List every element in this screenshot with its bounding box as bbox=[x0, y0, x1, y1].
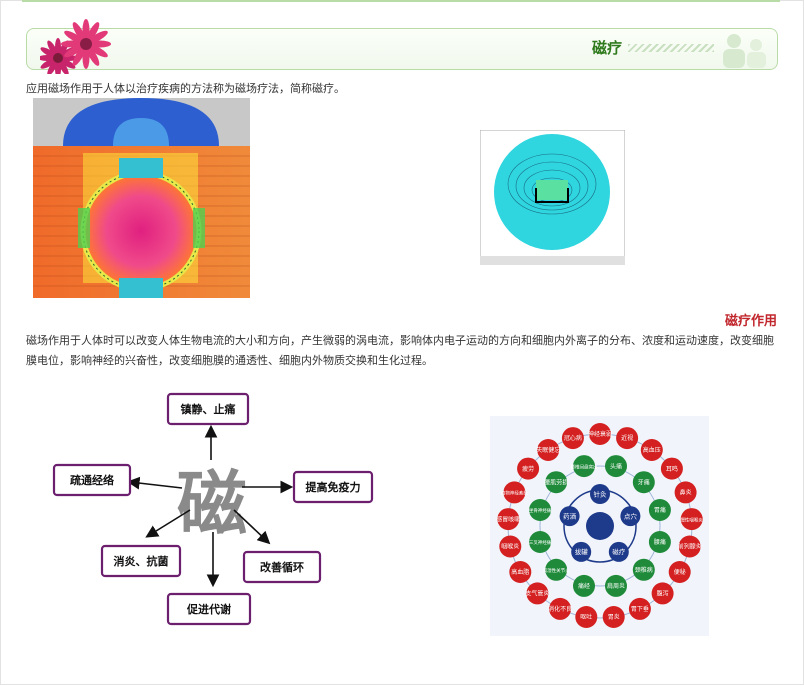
box-sedation: 镇静、止痛 bbox=[181, 402, 236, 416]
center-ring-label: 拔罐 bbox=[575, 547, 589, 556]
middle-ring-label: 痛经 bbox=[578, 582, 590, 590]
middle-ring-label: 颈椎病 bbox=[635, 566, 653, 574]
outer-ring-node bbox=[589, 423, 611, 445]
outer-ring-label: 感冒咳嗽 bbox=[496, 515, 520, 523]
outer-ring-node bbox=[549, 597, 572, 620]
outer-ring-label: 支气管炎 bbox=[525, 590, 549, 598]
outer-ring-node bbox=[651, 582, 674, 605]
outer-ring-node bbox=[509, 561, 532, 583]
outer-ring-node bbox=[680, 508, 703, 531]
outer-ring-label: 胃炎 bbox=[608, 614, 620, 621]
center-ring-node bbox=[571, 541, 592, 562]
outer-ring-label: 便秘 bbox=[674, 568, 686, 576]
outer-ring-node bbox=[640, 439, 663, 461]
outer-ring-node bbox=[575, 606, 598, 628]
outer-ring-label: 胃下垂 bbox=[631, 606, 649, 613]
outer-ring-label: 消化不良 bbox=[548, 605, 572, 613]
center-ring-node bbox=[620, 506, 641, 527]
outer-ring-node bbox=[517, 457, 540, 480]
outer-ring-label: 鼻炎 bbox=[680, 489, 692, 497]
middle-ring-node bbox=[545, 471, 568, 494]
middle-ring-label: 头痛 bbox=[610, 462, 622, 470]
outer-ring-label: 腹泻 bbox=[657, 590, 669, 598]
center-ring-label: 药酒 bbox=[563, 511, 577, 520]
outer-ring-label: 神经衰弱 bbox=[588, 430, 612, 438]
middle-ring-label: 腰肌劳损 bbox=[544, 478, 568, 486]
box-circulation: 改善循环 bbox=[260, 560, 304, 574]
middle-ring-label: 腰痛 bbox=[654, 538, 666, 546]
outer-ring-node bbox=[499, 535, 522, 558]
outer-ring-label: 失眠健忘 bbox=[536, 446, 560, 454]
outer-ring-label: 耳鸣 bbox=[666, 465, 678, 473]
outer-ring-label: 咽喉炎 bbox=[501, 543, 519, 551]
center-ring-label: 针灸 bbox=[594, 489, 608, 498]
middle-ring-label: 肩周炎 bbox=[607, 582, 625, 590]
outer-ring-label: 呕吐 bbox=[580, 613, 592, 621]
middle-ring-node bbox=[545, 558, 568, 581]
box-meridian: 疏通经络 bbox=[70, 473, 114, 487]
center-ring-node bbox=[559, 506, 580, 527]
outer-ring-label: 植物神经紊乱 bbox=[501, 490, 528, 497]
outer-ring-node bbox=[668, 561, 691, 583]
outer-ring-label: 高血压 bbox=[643, 446, 661, 454]
outer-ring-label: 冠心病 bbox=[564, 434, 582, 442]
middle-ring-node bbox=[648, 531, 671, 553]
outer-ring-node bbox=[678, 535, 701, 558]
middle-ring-node bbox=[605, 455, 627, 478]
middle-ring-node bbox=[529, 499, 552, 521]
magnetic-field-contour-image bbox=[480, 130, 625, 265]
center-ring-node bbox=[608, 541, 629, 562]
middle-ring-label: 坐骨神经痛 bbox=[529, 507, 552, 514]
middle-ring-node bbox=[632, 471, 655, 494]
effect-title: 磁疗作用 bbox=[724, 314, 777, 329]
middle-ring-label: 风湿性关节炎 bbox=[543, 567, 570, 574]
middle-ring-node bbox=[529, 531, 552, 553]
outer-ring-node bbox=[674, 481, 697, 504]
outer-ring-label: 前列腺炎 bbox=[678, 543, 702, 551]
middle-ring-node bbox=[648, 499, 671, 521]
outer-ring-node bbox=[628, 597, 651, 620]
effect-paragraph: 磁场作用于人体时可以改变人体生物电流的大小和方向，产生微弱的涡电流，影响体内电子… bbox=[26, 334, 774, 367]
middle-ring-label: 胃痛 bbox=[654, 506, 666, 514]
outer-ring-label: 疲劳 bbox=[522, 465, 534, 473]
middle-ring-label: 牙痛 bbox=[638, 478, 650, 486]
box-immunity: 提高免疫力 bbox=[306, 480, 361, 494]
outer-ring-node bbox=[526, 582, 549, 605]
section-title: 磁疗 bbox=[591, 39, 622, 57]
top-divider bbox=[22, 0, 780, 2]
outer-ring-node bbox=[537, 439, 560, 461]
diagram-center-char: 磁 bbox=[177, 463, 247, 545]
outer-ring-node bbox=[616, 427, 639, 450]
middle-ring-node bbox=[605, 574, 627, 597]
middle-ring-label: 腰椎间盘突出 bbox=[571, 463, 598, 470]
middle-ring-node bbox=[573, 455, 595, 478]
outer-ring-label: 慢性咽喉炎 bbox=[680, 516, 703, 523]
middle-ring-node bbox=[573, 574, 595, 597]
outer-ring-node bbox=[503, 481, 526, 504]
people-icon bbox=[723, 34, 766, 68]
box-metabolism: 促进代谢 bbox=[186, 602, 231, 616]
outer-ring-node bbox=[602, 606, 625, 628]
center-ring-label: 点穴 bbox=[624, 511, 638, 520]
outer-ring-label: 高血脂 bbox=[511, 568, 529, 576]
box-anti-inflammatory: 消炎、抗菌 bbox=[114, 554, 169, 568]
center-ring-label: 磁疗 bbox=[612, 547, 626, 556]
magnet-effects-diagram: 磁 镇静、止痛 疏通经络 提高免疫力 消炎、抗菌 改善循环 促进代谢 bbox=[52, 392, 374, 626]
middle-ring-label: 三叉神经痛 bbox=[529, 539, 552, 546]
intro-text: 应用磁场作用于人体以治疗疾病的方法称为磁场疗法，简称磁疗。 bbox=[26, 82, 345, 95]
flower-decoration-icon bbox=[40, 19, 111, 74]
header-hatch-decoration bbox=[628, 44, 714, 52]
outer-ring-node bbox=[561, 427, 584, 450]
outer-ring-node bbox=[497, 508, 520, 531]
middle-ring-node bbox=[632, 558, 655, 581]
outer-ring-node bbox=[660, 457, 683, 480]
magnetic-field-simulation-image bbox=[33, 98, 250, 298]
outer-ring-label: 近视 bbox=[621, 434, 633, 442]
center-ring-node bbox=[590, 484, 610, 504]
